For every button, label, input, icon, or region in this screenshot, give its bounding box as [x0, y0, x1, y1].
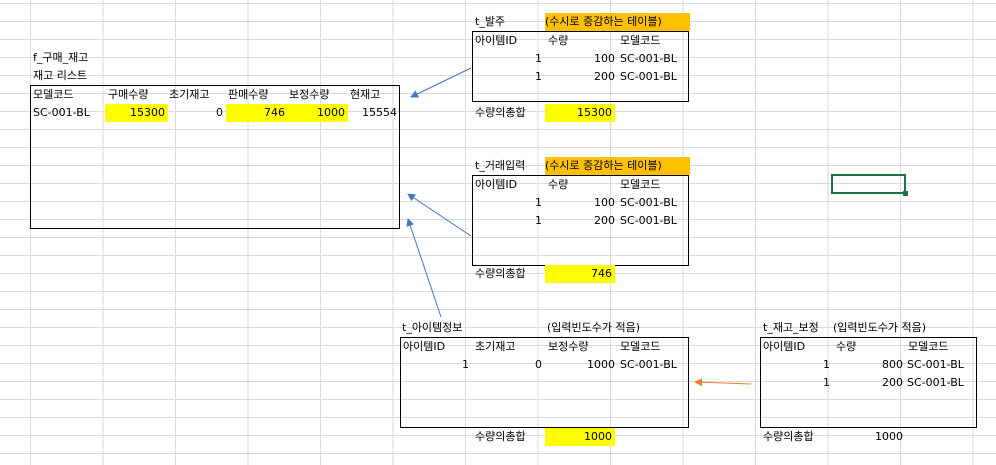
item-sum-value[interactable]: 1000: [545, 428, 615, 446]
adjust-header-id[interactable]: 아이템ID: [763, 340, 806, 353]
inventory-cell-purchase[interactable]: 15300: [105, 104, 168, 122]
order-sum-label: 수량의총합: [475, 106, 526, 119]
inventory-cell-adjust[interactable]: 1000: [287, 104, 348, 122]
item-sum-label: 수량의총합: [475, 430, 526, 443]
inventory-cell-model[interactable]: SC-001-BL: [33, 106, 90, 119]
adjust-box: [760, 337, 977, 428]
adjust-row1-qty[interactable]: 800: [882, 358, 903, 371]
item-table-note: (입력빈도수가 적음): [547, 321, 641, 334]
inventory-header-adjust[interactable]: 보정수량: [289, 88, 330, 101]
trade-row1-id[interactable]: 1: [535, 196, 542, 209]
order-box: [472, 31, 689, 102]
trade-header-model[interactable]: 모델코드: [620, 178, 661, 191]
arrow-item-to-inventory: [406, 218, 442, 318]
item-box: [400, 337, 689, 428]
order-table-note: (수시로 증감하는 테이블): [545, 13, 690, 31]
adjust-table-name: t_재고_보정: [763, 321, 819, 334]
inventory-title: f_구매_재고: [33, 51, 89, 64]
item-header-id[interactable]: 아이템ID: [403, 340, 446, 353]
trade-table-note: (수시로 증감하는 테이블): [545, 157, 690, 175]
trade-header-qty[interactable]: 수량: [548, 178, 569, 191]
order-row2-model[interactable]: SC-001-BL: [620, 70, 677, 83]
arrow-adjust-to-item: [694, 378, 752, 387]
inventory-header-model[interactable]: 모델코드: [33, 88, 74, 101]
trade-row2-id[interactable]: 1: [535, 214, 542, 227]
trade-sum-label: 수량의총합: [475, 267, 526, 280]
adjust-header-qty[interactable]: 수량: [836, 340, 857, 353]
trade-table-name: t_거래입력: [475, 159, 526, 172]
inventory-cell-current[interactable]: 15554: [362, 106, 397, 119]
adjust-row2-model[interactable]: SC-001-BL: [907, 376, 964, 389]
order-header-id[interactable]: 아이템ID: [475, 34, 518, 47]
trade-sum-value[interactable]: 746: [545, 265, 615, 283]
item-row-initial[interactable]: 0: [535, 358, 542, 371]
adjust-row2-qty[interactable]: 200: [882, 376, 903, 389]
selected-cell[interactable]: [831, 174, 906, 194]
order-row2-qty[interactable]: 200: [594, 70, 615, 83]
adjust-row2-id[interactable]: 1: [823, 376, 830, 389]
inventory-cell-initial[interactable]: 0: [216, 106, 223, 119]
order-row1-model[interactable]: SC-001-BL: [620, 52, 677, 65]
inventory-header-sales[interactable]: 판매수량: [228, 88, 269, 101]
trade-row1-model[interactable]: SC-001-BL: [620, 196, 677, 209]
arrow-trade-to-inventory: [407, 193, 472, 237]
item-row-model[interactable]: SC-001-BL: [620, 358, 677, 371]
order-sum-value[interactable]: 15300: [545, 104, 615, 122]
item-row-adjust[interactable]: 1000: [587, 358, 615, 371]
item-header-adjust[interactable]: 보정수량: [548, 340, 589, 353]
item-row-id[interactable]: 1: [462, 358, 469, 371]
trade-row1-qty[interactable]: 100: [594, 196, 615, 209]
item-table-name: t_아이템정보: [402, 321, 463, 334]
adjust-row1-model[interactable]: SC-001-BL: [907, 358, 964, 371]
order-header-qty[interactable]: 수량: [548, 34, 569, 47]
adjust-row1-id[interactable]: 1: [823, 358, 830, 371]
adjust-header-model[interactable]: 모델코드: [908, 340, 949, 353]
item-header-model[interactable]: 모델코드: [620, 340, 661, 353]
order-row1-qty[interactable]: 100: [594, 52, 615, 65]
arrow-order-to-inventory: [410, 67, 472, 98]
inventory-box: [30, 85, 400, 229]
order-header-model[interactable]: 모델코드: [620, 34, 661, 47]
trade-header-id[interactable]: 아이템ID: [475, 178, 518, 191]
adjust-sum-value[interactable]: 1000: [875, 430, 903, 443]
inventory-header-current[interactable]: 현재고: [350, 88, 381, 101]
order-row1-id[interactable]: 1: [535, 52, 542, 65]
item-header-initial[interactable]: 초기재고: [475, 340, 516, 353]
fill-handle[interactable]: [903, 191, 908, 196]
adjust-sum-label: 수량의총합: [763, 430, 814, 443]
inventory-cell-sales[interactable]: 746: [226, 104, 288, 122]
trade-row2-model[interactable]: SC-001-BL: [620, 214, 677, 227]
inventory-header-initial[interactable]: 초기재고: [169, 88, 210, 101]
inventory-header-purchase[interactable]: 구매수량: [108, 88, 149, 101]
trade-row2-qty[interactable]: 200: [594, 214, 615, 227]
inventory-subtitle: 재고 리스트: [33, 69, 88, 82]
order-row2-id[interactable]: 1: [535, 70, 542, 83]
adjust-table-note: (입력빈도수가 적음): [833, 321, 927, 334]
order-table-name: t_발주: [475, 15, 506, 28]
